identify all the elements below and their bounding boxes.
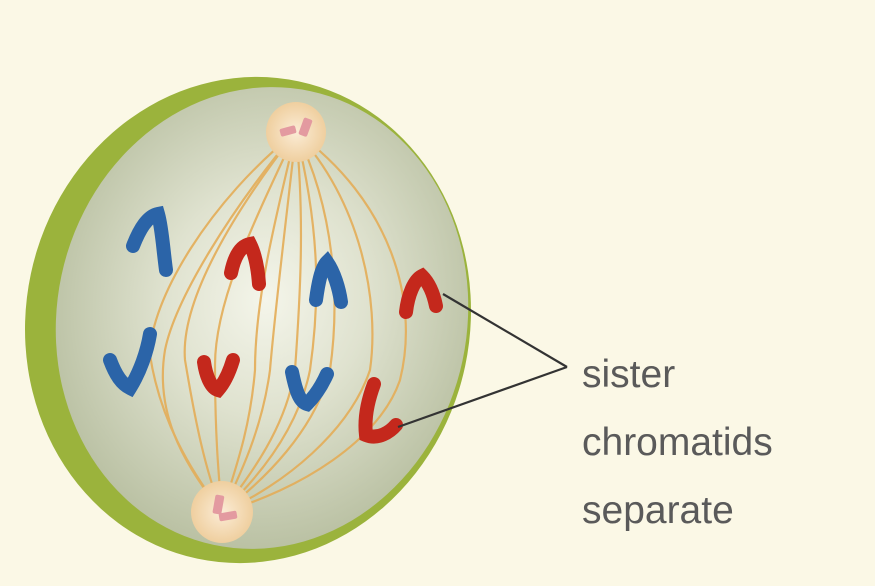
centriole-top <box>279 117 313 137</box>
chromatid-red-upper-right <box>399 267 443 319</box>
callout-lines <box>397 293 568 429</box>
centrosome-top <box>266 102 326 162</box>
callout-label-line-2: chromatids <box>582 421 773 464</box>
chromatid-blue-upper-center <box>309 251 348 309</box>
chromatid-blue-lower-center <box>285 365 334 412</box>
cell-cytoplasm <box>55 87 469 549</box>
centrosome-bottom <box>191 481 253 543</box>
chromatid-red-upper-center-left <box>224 236 266 291</box>
chromatid-blue-upper-left <box>126 205 173 277</box>
callout-label-line-3: separate <box>582 489 734 532</box>
chromatid-blue-lower-left <box>103 327 157 398</box>
callout-label-line-1: sister <box>582 353 676 396</box>
centriole-bottom <box>212 494 238 522</box>
chromatid-red-lower-center-left <box>197 353 240 398</box>
chromatid-red-lower-right <box>358 377 403 444</box>
